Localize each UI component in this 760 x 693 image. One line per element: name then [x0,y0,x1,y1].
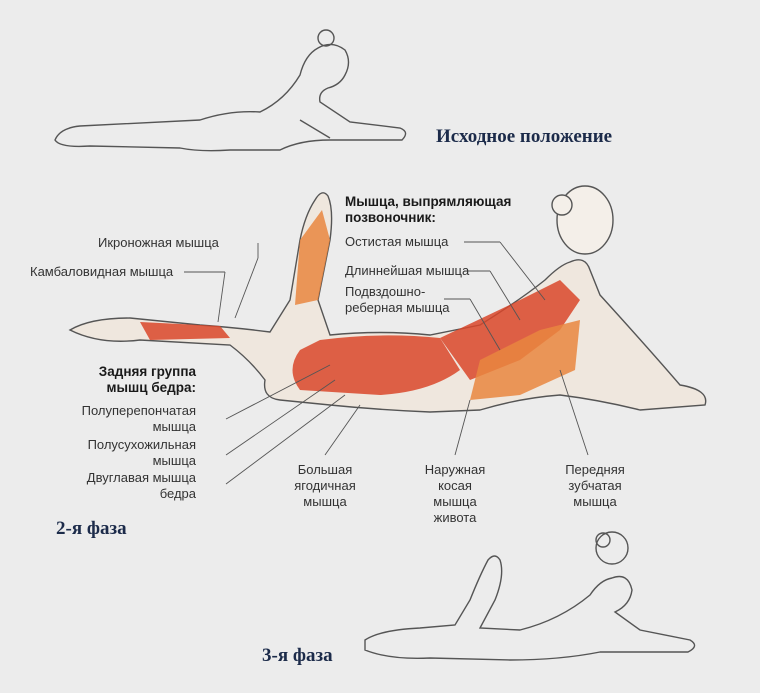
label-gastrocnemius: Икроножная мышца [98,235,219,250]
label-line: косая [438,478,472,493]
label-line: мышца [152,419,196,434]
label-semitendinosus: Полусухожильная мышца [40,437,196,469]
label-line: позвоночник: [345,210,436,225]
label-line: Задняя группа [98,364,196,379]
figure-start-position [54,29,407,152]
label-serratus-anterior: Передняя зубчатая мышца [550,462,640,510]
label-line: реберная мышца [345,300,450,315]
label-longissimus: Длиннейшая мышца [345,263,470,278]
label-line: Полуперепончатая [81,403,196,418]
figure-phase-3 [364,531,696,661]
label-iliocostalis: Подвздошно- реберная мышца [345,284,450,316]
label-external-oblique: Наружная косая мышца живота [410,462,500,526]
label-line: бедра [159,486,196,501]
label-line: мышц бедра: [106,380,196,395]
label-line: Передняя [565,462,625,477]
label-semimembranosus: Полуперепончатая мышца [40,403,196,435]
label-line: Наружная [424,462,486,477]
label-spinalis: Остистая мышца [345,234,449,249]
label-biceps-femoris: Двуглавая мышца бедра [40,470,196,502]
label-gluteus-maximus: Большая ягодичная мышца [280,462,370,510]
label-line: Подвздошно- [345,284,426,299]
label-hamstrings-title: Задняя группа мышц бедра: [60,364,196,396]
label-line: ягодичная [294,478,356,493]
label-line: мышца [573,494,617,509]
label-line: Мышца, выпрямляющая [345,194,512,209]
heading-start-position: Исходное положение [436,126,613,147]
label-line: мышца [303,494,347,509]
label-soleus: Камбаловидная мышца [30,264,174,279]
leader-lines [184,241,589,485]
label-line: мышца [152,453,196,468]
label-line: Полусухожильная [87,437,196,452]
heading-phase-2: 2-я фаза [56,518,127,539]
heading-phase-3: 3-я фаза [262,645,333,666]
label-line: зубчатая [568,478,622,493]
label-line: мышца [433,494,477,509]
label-line: Большая [297,462,353,477]
label-line: живота [433,510,477,525]
label-line: Двуглавая мышца [86,470,196,485]
label-erector-spinae-title: Мышца, выпрямляющая позвоночник: [345,194,511,226]
